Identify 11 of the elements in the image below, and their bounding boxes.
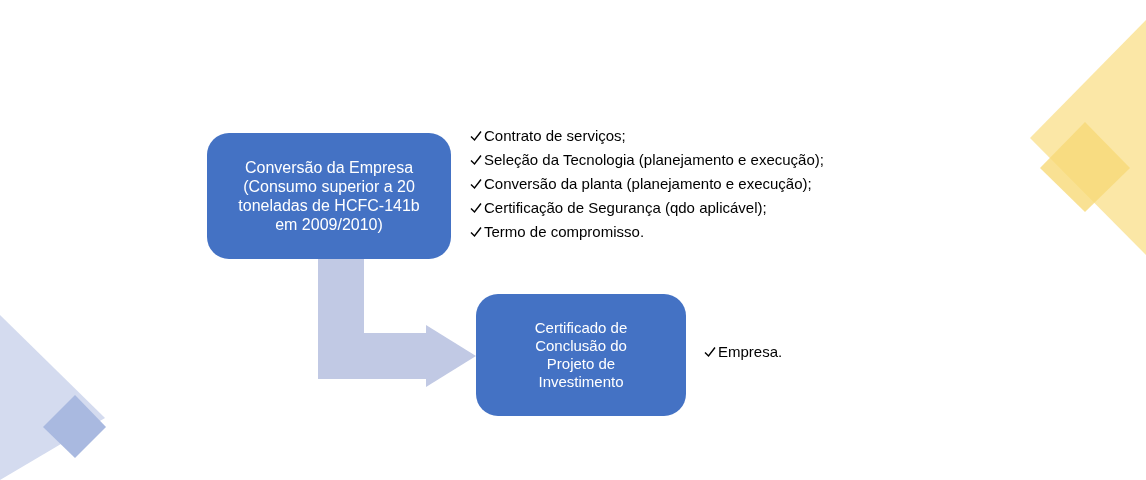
list-item: Termo de compromisso. <box>484 221 645 242</box>
list-item: Seleção da Tecnologia (planejamento e execução); <box>484 149 824 170</box>
bent-arrow <box>318 259 476 387</box>
process-box <box>476 294 686 416</box>
box-text: Conversão da Empresa (Consumo superior a 20 toneladas de HCFC-141b em 2009/2010) <box>237 157 421 235</box>
list-item: Contrato de serviços; <box>484 125 626 146</box>
process-box <box>207 133 451 259</box>
list-item: Empresa. <box>718 341 783 362</box>
box-text: Certificado de Conclusão do Projeto de Investimento <box>533 319 629 391</box>
list-item: Conversão da planta (planejamento e execução); <box>484 173 812 194</box>
list-item: Certificação de Segurança (qdo aplicável); <box>484 197 767 218</box>
